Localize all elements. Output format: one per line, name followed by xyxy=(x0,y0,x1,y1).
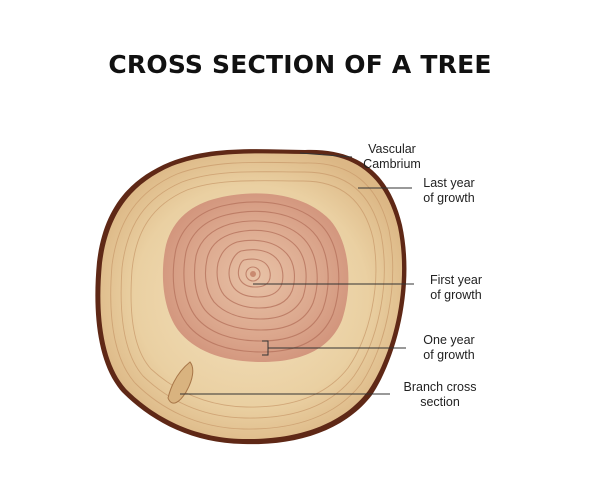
pith-center xyxy=(250,271,256,277)
label-vascular-cambrium: Vascular Cambrium xyxy=(363,142,421,171)
page-title: CROSS SECTION OF A TREE xyxy=(108,50,492,79)
label-first-year-of-growth: First year of growth xyxy=(429,273,483,302)
label-branch-cross-section: Branch cross section xyxy=(403,380,477,409)
label-last-year-of-growth: Last year of growth xyxy=(423,176,475,205)
leader-vascular-cambrium xyxy=(299,152,353,158)
label-one-year-of-growth: One year of growth xyxy=(423,333,475,362)
sapwood-rings xyxy=(110,161,394,430)
heartwood-rings xyxy=(172,201,340,353)
branch-cross-section xyxy=(167,361,194,404)
leader-lines xyxy=(180,152,414,395)
heartwood-region xyxy=(162,193,349,362)
